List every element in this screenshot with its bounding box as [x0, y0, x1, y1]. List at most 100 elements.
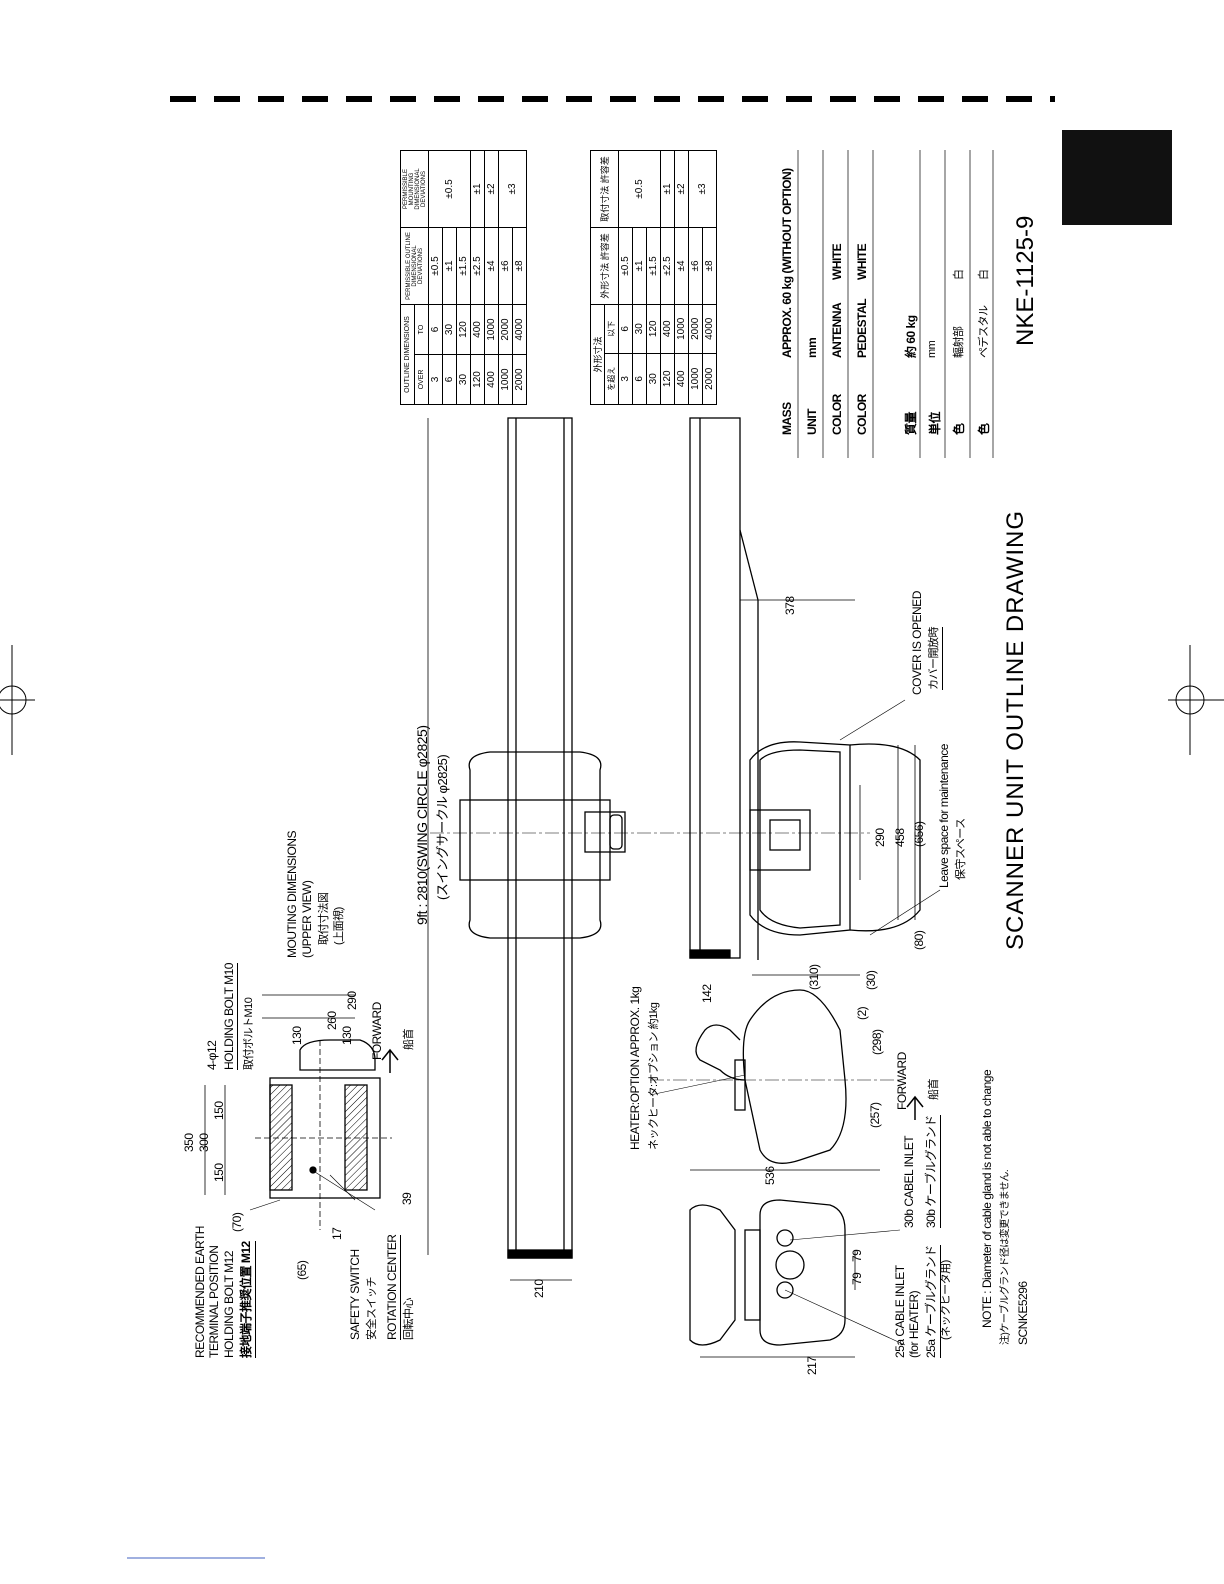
forward-jp-top: 船首 [403, 1029, 415, 1050]
dim-30: (30) [864, 970, 878, 990]
cell: ±1.5 [646, 227, 661, 305]
cell: ±6 [498, 227, 513, 305]
inlet-25a-heater: (for HEATER) [907, 1290, 921, 1358]
dim-150b: 150 [212, 1101, 226, 1120]
dim-80: (80) [912, 930, 926, 950]
rotation-center-jp: 回転中心 [403, 1298, 415, 1340]
cell: 6 [442, 354, 457, 405]
dim-130a: 130 [290, 1026, 304, 1045]
cell: 400 [484, 354, 499, 405]
th-to-jp: 以下 [604, 304, 619, 354]
bolt-m10-jp: 取付ボルトM10 [243, 997, 255, 1070]
cell: ±2 [674, 150, 689, 228]
bolt-m10-label: HOLDING BOLT M10 [222, 963, 238, 1070]
forward-arrow-front-icon [906, 1095, 924, 1120]
mounting-jp-1: 取付寸法図 [318, 892, 330, 946]
cell: ±4 [484, 227, 499, 305]
bolt-m12-label: HOLDING BOLT M12 [222, 1251, 236, 1358]
hole-label: 4-φ12 [205, 1040, 219, 1070]
inlet-30b-jp: 30b ケーブルグランド [922, 1115, 941, 1228]
cell: ±2 [484, 150, 499, 228]
cell: 1000 [674, 304, 689, 354]
cell: ±8 [512, 227, 527, 305]
inlet-25a-label: 25a CABLE INLET [893, 1265, 907, 1358]
registration-mark-left [0, 645, 35, 755]
rotation-center-label: ROTATION CENTER [385, 1234, 401, 1340]
dim-378: 378 [783, 596, 797, 615]
drawing-title: SCANNER UNIT OUTLINE DRAWING [1002, 509, 1029, 950]
dim-458: 458 [893, 828, 907, 847]
th-perm-outline-jp: 外形寸法 許容差 [590, 227, 619, 305]
th-outline-jp: 外形寸法 [590, 304, 605, 405]
dim-79b: 79 [850, 1272, 864, 1285]
antenna-front-view [689, 417, 741, 959]
cell: ±2.5 [660, 227, 675, 305]
dim-310: (310) [807, 964, 821, 990]
swing-circle-jp: (スイングサークル φ2825) [435, 754, 450, 900]
cell: ±3 [498, 150, 527, 228]
drawing-code: SCNKE5296 [1016, 1281, 1030, 1345]
dim-17: 17 [330, 1227, 344, 1240]
dim-2: (2) [855, 1006, 869, 1020]
cell: ±2.5 [470, 227, 485, 305]
cell: ±4 [674, 227, 689, 305]
th-perm-mount-jp: 取付寸法 許容差 [590, 150, 619, 228]
cell: ±0.5 [618, 150, 661, 228]
dim-350: 350 [182, 1133, 196, 1152]
dim-536: 536 [763, 1166, 777, 1185]
cell: 30 [442, 304, 457, 355]
dim-142: 142 [700, 984, 714, 1003]
cell: 3 [618, 353, 633, 405]
earth-label-2: TERMINAL POSITION [207, 1245, 221, 1358]
chapter-tab [1062, 130, 1172, 225]
dim-210: 210 [532, 1279, 546, 1298]
dim-217: 217 [805, 1356, 819, 1375]
forward-arrow-top-icon [381, 1048, 399, 1073]
dim-290b: 290 [873, 828, 887, 847]
safety-switch-jp: 安全スイッチ [366, 1277, 378, 1340]
cell: 1000 [688, 353, 703, 405]
tolerance-table-en: OUTLINE DIMENSIONS PERMISSIBLE OUTLINE D… [400, 150, 527, 405]
cell: 2000 [498, 304, 513, 355]
safety-switch-label: SAFETY SWITCH [348, 1249, 362, 1340]
th-over-jp: を超え [604, 353, 619, 405]
dim-70: (70) [230, 1212, 244, 1232]
cell: 1000 [498, 354, 513, 405]
cell: ±8 [702, 227, 717, 305]
cell: 120 [470, 354, 485, 405]
th-perm-outline: PERMISSIBLE OUTLINE DIMENSIONAL DEVIATIO… [400, 227, 429, 305]
cell: 30 [632, 304, 647, 354]
cell: ±1 [442, 227, 457, 305]
cell: 3 [428, 354, 443, 405]
mounting-label-1: MOUTING DIMENSIONS [285, 830, 299, 958]
cell: 400 [660, 304, 675, 354]
cell: ±1 [660, 150, 675, 228]
cell: ±3 [688, 150, 717, 228]
dim-150a: 150 [212, 1163, 226, 1182]
cell: ±1.5 [456, 227, 471, 305]
cell: 120 [646, 304, 661, 354]
cell: 2000 [702, 353, 717, 405]
cell: 4000 [512, 304, 527, 355]
dim-656: (656) [912, 821, 926, 847]
heater-jp: ネックヒータ:オプション 約1kg [648, 1002, 660, 1150]
forward-jp-front: 船首 [928, 1079, 940, 1100]
cell: 120 [456, 304, 471, 355]
cell: 1000 [484, 304, 499, 355]
cell: 400 [674, 353, 689, 405]
drawing-number: NKE-1125-9 [1012, 215, 1039, 346]
th-over: OVER [414, 354, 429, 405]
earth-jp-label: 接地端子推奨位置 M12 [237, 1241, 256, 1358]
th-perm-mount: PERMISSIBLE MOUNTING DIMENSIONAL DEVIATI… [400, 150, 429, 228]
dim-39: 39 [400, 1192, 414, 1205]
earth-label-1: RECOMMENDED EARTH [193, 1226, 207, 1358]
dim-300: 300 [197, 1133, 211, 1152]
cell: 4000 [702, 304, 717, 354]
cell: ±0.5 [428, 227, 443, 305]
mounting-label-2: (UPPER VIEW) [300, 880, 314, 958]
cell: ±1 [632, 227, 647, 305]
dim-260: 260 [325, 1011, 339, 1030]
th-to: TO [414, 304, 429, 355]
